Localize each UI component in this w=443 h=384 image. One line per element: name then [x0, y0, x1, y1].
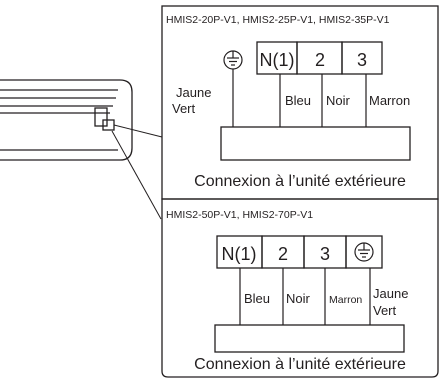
bottom-models-label: HMIS2-50P-V1, HMIS2-70P-V1 [166, 209, 313, 221]
bottom-wire-bleu: Bleu [244, 291, 270, 306]
top-terminal-n1: N(1) [260, 50, 295, 70]
top-outdoor-terminal [220, 126, 411, 161]
bottom-ground-label-2: Vert [373, 303, 397, 318]
top-wires [279, 74, 367, 127]
top-wire-marron: Marron [369, 93, 410, 108]
bottom-wire-marron: Marron [329, 294, 362, 306]
indoor-unit-icon [0, 79, 163, 220]
bottom-panel-frame [161, 198, 439, 378]
bottom-caption: Connexion à l’unité extérieure [194, 356, 406, 373]
bottom-terminal-2: 2 [278, 244, 288, 264]
bottom-terminal-3: 3 [320, 244, 330, 264]
bottom-ground-label-1: Jaune [373, 286, 408, 301]
top-caption: Connexion à l’unité extérieure [194, 173, 406, 190]
earth-ground-icon [354, 242, 374, 262]
bottom-wires [239, 268, 371, 325]
bottom-outdoor-terminal [214, 324, 405, 353]
top-wire-noir: Noir [326, 93, 351, 108]
top-terminal-block [256, 41, 383, 75]
top-terminal-3: 3 [357, 50, 367, 70]
bottom-terminal-n1: N(1) [222, 244, 257, 264]
top-ground-label-1: Jaune [176, 85, 211, 100]
earth-ground-icon [223, 50, 243, 70]
top-wire-bleu: Bleu [285, 93, 311, 108]
top-models-label: HMIS2-20P-V1, HMIS2-25P-V1, HMIS2-35P-V1 [166, 14, 390, 26]
bottom-wire-noir: Noir [286, 291, 311, 306]
top-ground-label-2: Vert [172, 101, 196, 116]
top-terminal-2: 2 [315, 50, 325, 70]
